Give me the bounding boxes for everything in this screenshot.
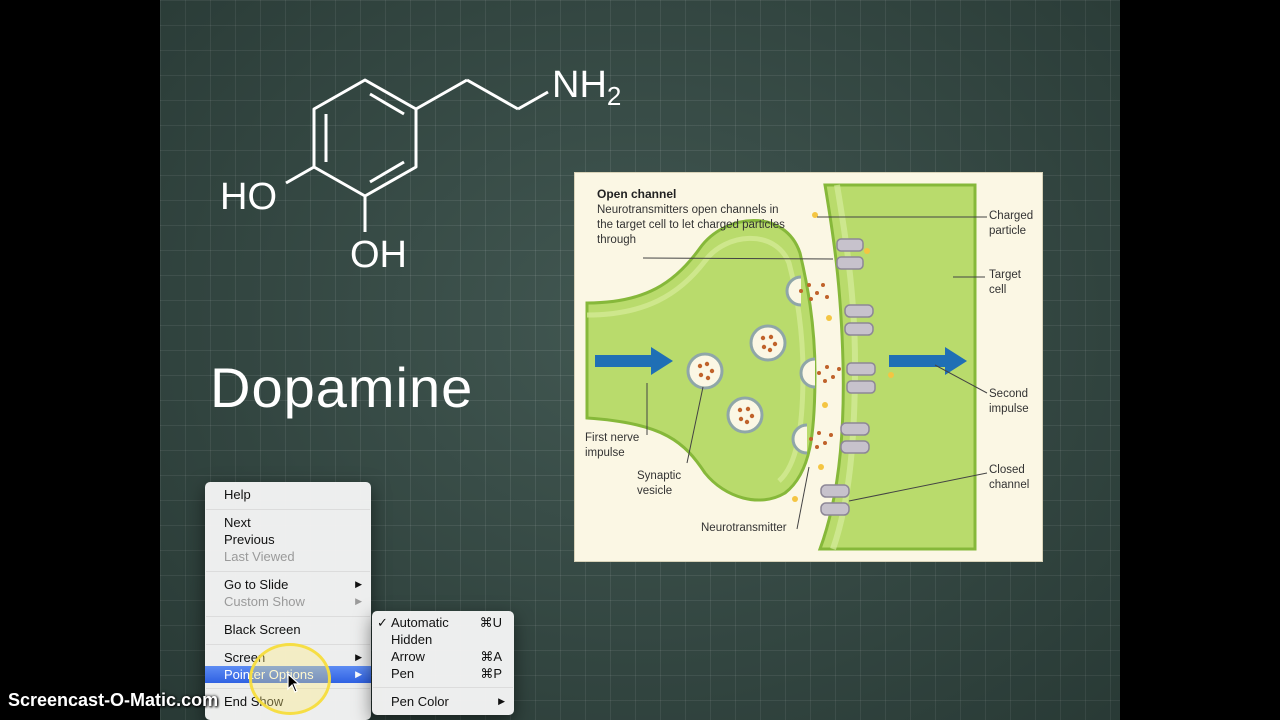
submenu-arrow-icon: ▶: [355, 652, 362, 662]
submenu-arrow-icon: ▶: [355, 596, 362, 606]
menu-item-last-viewed: Last Viewed: [224, 549, 295, 564]
label-synaptic-vesicle: Synaptic vesicle: [637, 470, 682, 497]
submenu-arrow-icon: ▶: [498, 696, 505, 706]
menu-separator: [206, 616, 370, 617]
label-target-cell: Target cell: [989, 269, 1021, 296]
hydroxyl-group-2: OH: [350, 234, 407, 276]
dopamine-structure: [285, 78, 549, 232]
submenu-arrow-icon: ▶: [355, 579, 362, 589]
pointer-options-submenu: ✓Automatic⌘U Hidden Arrow⌘A Pen⌘P Pen Co…: [372, 611, 514, 715]
menu-separator: [206, 571, 370, 572]
label-closed-channel: Closed channel: [989, 464, 1030, 491]
label-second-impulse: Second impulse: [989, 388, 1029, 415]
submenu-arrow-icon: ▶: [355, 669, 362, 679]
label-first-nerve-impulse: First nerve impulse: [585, 432, 640, 459]
submenu-item-pen[interactable]: Pen⌘P: [391, 666, 502, 681]
menu-item-help[interactable]: Help: [224, 487, 251, 502]
submenu-item-automatic[interactable]: ✓Automatic⌘U: [377, 615, 502, 630]
slide-title: Dopamine: [210, 356, 474, 419]
synapse-figure: Open channel Neurotransmitters open chan…: [575, 173, 1042, 561]
submenu-item-arrow[interactable]: Arrow⌘A: [391, 649, 502, 664]
mouse-pointer-icon: [287, 673, 301, 693]
synapse-diagram: [585, 183, 988, 551]
menu-item-previous[interactable]: Previous: [224, 532, 275, 547]
menu-item-custom-show: Custom Show▶: [224, 594, 362, 609]
slide: NH2 HO OH Dopamine: [160, 0, 1120, 720]
hydroxyl-group-1: HO: [220, 176, 277, 218]
menu-item-black-screen[interactable]: Black Screen: [224, 622, 301, 637]
submenu-item-hidden[interactable]: Hidden: [391, 632, 433, 647]
submenu-item-pen-color[interactable]: Pen Color▶: [391, 694, 505, 709]
menu-item-next[interactable]: Next: [224, 515, 251, 530]
figure-heading: Open channel: [597, 187, 677, 201]
label-neurotransmitter: Neurotransmitter: [701, 522, 787, 534]
screencast-watermark: Screencast-O-Matic.com: [8, 690, 219, 710]
figure-caption: Neurotransmitters open channels in the t…: [597, 204, 785, 246]
checkmark-icon: ✓: [377, 615, 388, 630]
amine-group: NH2: [552, 64, 622, 111]
label-charged-particle: Charged particle: [989, 210, 1034, 237]
menu-item-go-to-slide[interactable]: Go to Slide▶: [224, 577, 362, 592]
menu-separator: [373, 687, 513, 688]
menu-separator: [206, 509, 370, 510]
